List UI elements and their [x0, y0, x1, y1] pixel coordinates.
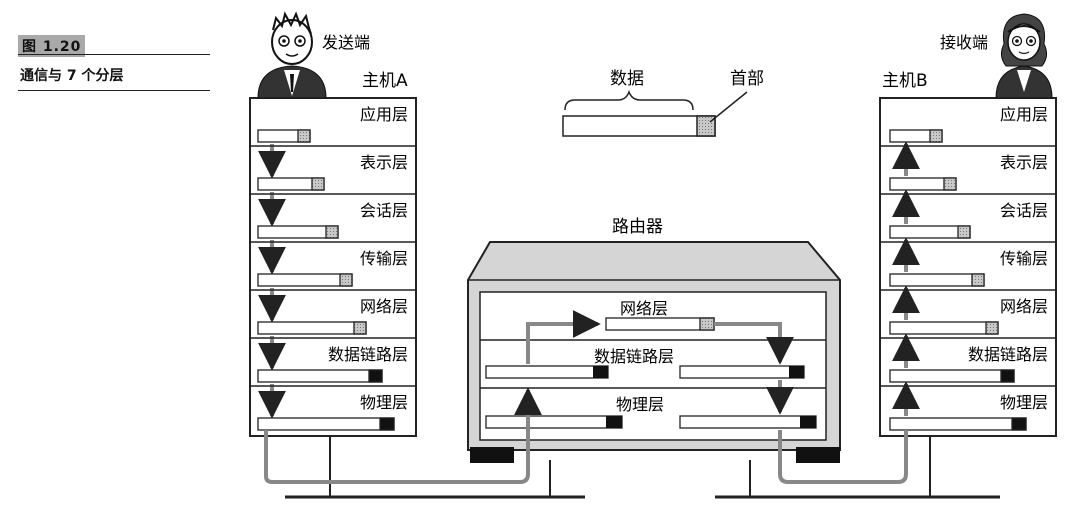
host-b-layer-label: 数据链路层 [968, 345, 1048, 364]
host-b-packet-header [971, 273, 985, 287]
caption-rule-top [18, 54, 210, 55]
figure-title: 通信与 7 个分层 [20, 68, 124, 84]
host-a-packet [257, 369, 383, 383]
router-port-left [470, 447, 514, 463]
figure-number: 图 1.20 [18, 35, 86, 57]
router-packet-datalink-in [485, 365, 609, 379]
host-b-packet-header [1000, 369, 1015, 383]
router-packet-datalink-out [679, 365, 805, 379]
host-a-layer-label: 网络层 [360, 297, 408, 316]
host-a-packet-header [379, 417, 395, 431]
host-b-packet-header [985, 321, 999, 335]
host-b-packet-header [957, 225, 971, 239]
sender-label: 发送端 [322, 33, 370, 52]
host-a-label: 主机A [362, 71, 408, 91]
legend-data-box [562, 115, 716, 137]
host-b-packet-header [1011, 417, 1027, 431]
host-b-layer-label: 网络层 [1000, 297, 1048, 316]
host-b-packet [889, 417, 1027, 431]
router-layer-physical: 物理层 [616, 395, 664, 414]
host-a-packet-header [325, 225, 339, 239]
router-layer-network: 网络层 [620, 299, 668, 318]
host-b-packet [889, 321, 999, 335]
legend: 数据 首部 [562, 69, 764, 137]
host-b-packet-header [943, 177, 957, 191]
router-port-right [796, 447, 840, 463]
router-title: 路由器 [612, 217, 663, 237]
router: 路由器 网络层 数据链路层 物理层 [467, 217, 841, 463]
router-layer-datalink: 数据链路层 [594, 347, 674, 366]
sender-person-icon [257, 11, 327, 99]
caption-rule-bottom [18, 90, 210, 91]
host-a-packet-header [297, 129, 311, 143]
host-a-layer-label: 表示层 [360, 153, 408, 172]
router-flow-down-1 [714, 322, 794, 365]
host-a-packet [257, 273, 353, 287]
host-a-layer-label: 数据链路层 [328, 345, 408, 364]
legend-header-pointer [709, 91, 748, 123]
receiver-person-icon [995, 13, 1053, 99]
host-a-packet-header [368, 369, 383, 383]
host-b-packet-header [929, 129, 943, 143]
host-b-packet [889, 369, 1015, 383]
host-a-layer-label: 会话层 [360, 201, 408, 220]
host-a-packet-header [339, 273, 353, 287]
host-a-layer-label: 物理层 [360, 393, 408, 412]
legend-data-label: 数据 [610, 69, 644, 89]
cable-router-to-b [778, 430, 908, 484]
figure-caption: 图 1.20 通信与 7 个分层 [18, 35, 210, 91]
host-b-label: 主机B [882, 71, 928, 91]
legend-brace [564, 89, 694, 111]
legend-header-box [696, 115, 716, 137]
host-b-layer-label: 物理层 [1000, 393, 1048, 412]
host-b-layer-label: 表示层 [1000, 153, 1048, 172]
host-b-layer-label: 会话层 [1000, 201, 1048, 220]
host-a-packet-header [311, 177, 325, 191]
host-a-packet [257, 321, 367, 335]
host-b-layer-label: 应用层 [1000, 105, 1048, 124]
cable-a-to-router [264, 430, 530, 484]
host-a-packet [257, 417, 395, 431]
receiver-label: 接收端 [940, 33, 988, 52]
legend-header-label: 首部 [730, 69, 764, 89]
router-packet-physical-in [485, 415, 623, 429]
host-a-packet-header [353, 321, 367, 335]
host-b-layer-label: 传输层 [1000, 249, 1048, 268]
host-a-layer-label: 应用层 [360, 105, 408, 124]
host-b-packet [889, 273, 985, 287]
host-a-layer-label: 传输层 [360, 249, 408, 268]
router-flow-up-2 [526, 310, 601, 364]
router-packet-network [605, 317, 715, 331]
router-packet-physical-out [679, 415, 817, 429]
